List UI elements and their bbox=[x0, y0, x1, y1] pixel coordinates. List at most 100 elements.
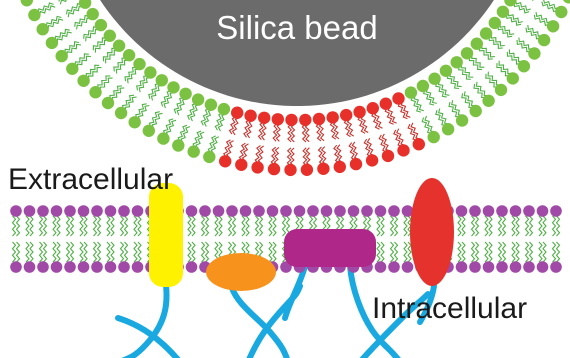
cell-upper-lipid-head bbox=[334, 205, 346, 217]
cell-upper-lipid-head bbox=[226, 205, 238, 217]
cell-lower-lipid-head bbox=[456, 261, 468, 273]
bead-inner-lipid-head bbox=[299, 114, 311, 126]
bead-inner-lipid-head bbox=[285, 114, 297, 126]
orange-peripheral-protein bbox=[206, 253, 276, 291]
bead-inner-lipid-head bbox=[113, 40, 125, 52]
cell-lipid-tails bbox=[121, 216, 128, 262]
bead-lipid-tails bbox=[331, 121, 343, 163]
bead-inner-lipid-head bbox=[231, 107, 243, 119]
cell-upper-lipid-head bbox=[361, 205, 373, 217]
bead-lipid-tails bbox=[224, 117, 240, 159]
bead-inner-lipid-head bbox=[167, 81, 179, 93]
bead-outer-lipid-head bbox=[547, 20, 559, 32]
bead-inner-lipid-head bbox=[367, 102, 379, 114]
cell-upper-lipid-head bbox=[64, 205, 76, 217]
bead-inner-lipid-head bbox=[461, 47, 473, 59]
bead-inner-lipid-head bbox=[417, 80, 429, 92]
bead-outer-lipid-head bbox=[366, 154, 378, 166]
bead-lipid-tails bbox=[98, 58, 129, 91]
bead-inner-lipid-head bbox=[353, 106, 365, 118]
bead-outer-lipid-head bbox=[284, 164, 296, 176]
cell-upper-lipid-head bbox=[37, 205, 49, 217]
cell-lipid-tails bbox=[202, 216, 209, 262]
cell-lipid-tails bbox=[499, 216, 506, 262]
cell-lipid-tails bbox=[67, 216, 74, 262]
bead-outer-lipid-head bbox=[115, 107, 127, 119]
bead-lipid-tails bbox=[302, 124, 310, 166]
cell-lipid-tails bbox=[553, 216, 560, 262]
bead-outer-lipid-head bbox=[172, 139, 184, 151]
cell-upper-lipid-head bbox=[267, 205, 279, 217]
bead-lipid-tails bbox=[110, 67, 140, 102]
cell-lower-lipid-head bbox=[469, 261, 481, 273]
bead-outer-lipid-head bbox=[89, 86, 101, 98]
cell-lower-lipid-head bbox=[402, 261, 414, 273]
bead-inner-lipid-head bbox=[489, 17, 501, 29]
bead-inner-lipid-head bbox=[327, 111, 339, 123]
cell-upper-lipid-head bbox=[280, 205, 292, 217]
cell-upper-lipid-head bbox=[10, 205, 22, 217]
bead-inner-lipid-head bbox=[258, 112, 270, 124]
cell-lower-lipid-head bbox=[91, 261, 103, 273]
cell-lipid-tails bbox=[404, 216, 411, 262]
cell-lipid-tails bbox=[188, 216, 195, 262]
bead-inner-lipid-head bbox=[179, 88, 191, 100]
bead-outer-lipid-head bbox=[317, 163, 329, 175]
bead-inner-lipid-head bbox=[244, 110, 256, 122]
cell-upper-lipid-head bbox=[132, 205, 144, 217]
bead-outer-lipid-head bbox=[507, 72, 519, 84]
bead-outer-lipid-head bbox=[301, 164, 313, 176]
cell-upper-lipid-head bbox=[307, 205, 319, 217]
cell-upper-lipid-head bbox=[213, 205, 225, 217]
bead-outer-lipid-head bbox=[413, 138, 425, 150]
bead-lipid-tails bbox=[459, 63, 489, 97]
cell-lower-lipid-head bbox=[510, 261, 522, 273]
cell-lower-lipid-head bbox=[51, 261, 63, 273]
bead-inner-lipid-head bbox=[340, 109, 352, 121]
bead-inner-lipid-head bbox=[192, 93, 204, 105]
bead-lipid-tails bbox=[489, 34, 523, 64]
cell-upper-lipid-head bbox=[537, 205, 549, 217]
cell-upper-lipid-head bbox=[496, 205, 508, 217]
cell-upper-lipid-head bbox=[78, 205, 90, 217]
cell-lipid-tails bbox=[377, 216, 384, 262]
bead-outer-lipid-head bbox=[77, 75, 89, 87]
cell-upper-lipid-head bbox=[253, 205, 265, 217]
cell-upper-lipid-head bbox=[510, 205, 522, 217]
bead-lipid-tails bbox=[271, 123, 280, 165]
bead-inner-lipid-head bbox=[380, 98, 392, 110]
silica-bead-label: Silica bead bbox=[216, 9, 377, 46]
bead-outer-lipid-head bbox=[442, 123, 454, 135]
bead-outer-lipid-head bbox=[528, 47, 540, 59]
cell-upper-lipid-head bbox=[118, 205, 130, 217]
bead-lipid-tails bbox=[358, 115, 374, 157]
bead-inner-lipid-head bbox=[104, 30, 116, 42]
cell-lower-lipid-head bbox=[37, 261, 49, 273]
bead-lipid-tails bbox=[255, 122, 266, 164]
magenta-peripheral-protein bbox=[284, 229, 376, 267]
cell-lipid-tails bbox=[485, 216, 492, 262]
cell-lower-lipid-head bbox=[118, 261, 130, 273]
bead-inner-lipid-head bbox=[405, 86, 417, 98]
cell-lipid-tails bbox=[512, 216, 519, 262]
cell-lipid-tails bbox=[472, 216, 479, 262]
bead-inner-lipid-head bbox=[144, 66, 156, 78]
cell-lipid-tails bbox=[391, 216, 398, 262]
bead-outer-lipid-head bbox=[470, 105, 482, 117]
cell-lipid-tails bbox=[539, 216, 546, 262]
cell-lipid-tails bbox=[26, 216, 33, 262]
bead-inner-lipid-head bbox=[471, 38, 483, 50]
bead-inner-lipid-head bbox=[451, 56, 463, 68]
cell-lipid-tails bbox=[134, 216, 141, 262]
bead-lipid-tails bbox=[514, 0, 552, 25]
bead-lipid-tails bbox=[240, 120, 254, 162]
cell-lower-lipid-head bbox=[496, 261, 508, 273]
bead-inner-lipid-head bbox=[205, 99, 217, 111]
cell-lipid-tails bbox=[53, 216, 60, 262]
cell-lower-lipid-head bbox=[523, 261, 535, 273]
bead-outer-lipid-head bbox=[334, 161, 346, 173]
bead-inner-lipid-head bbox=[272, 113, 284, 125]
cell-upper-lipid-head bbox=[51, 205, 63, 217]
cell-lower-lipid-head bbox=[10, 261, 22, 273]
bead-outer-lipid-head bbox=[428, 131, 440, 143]
